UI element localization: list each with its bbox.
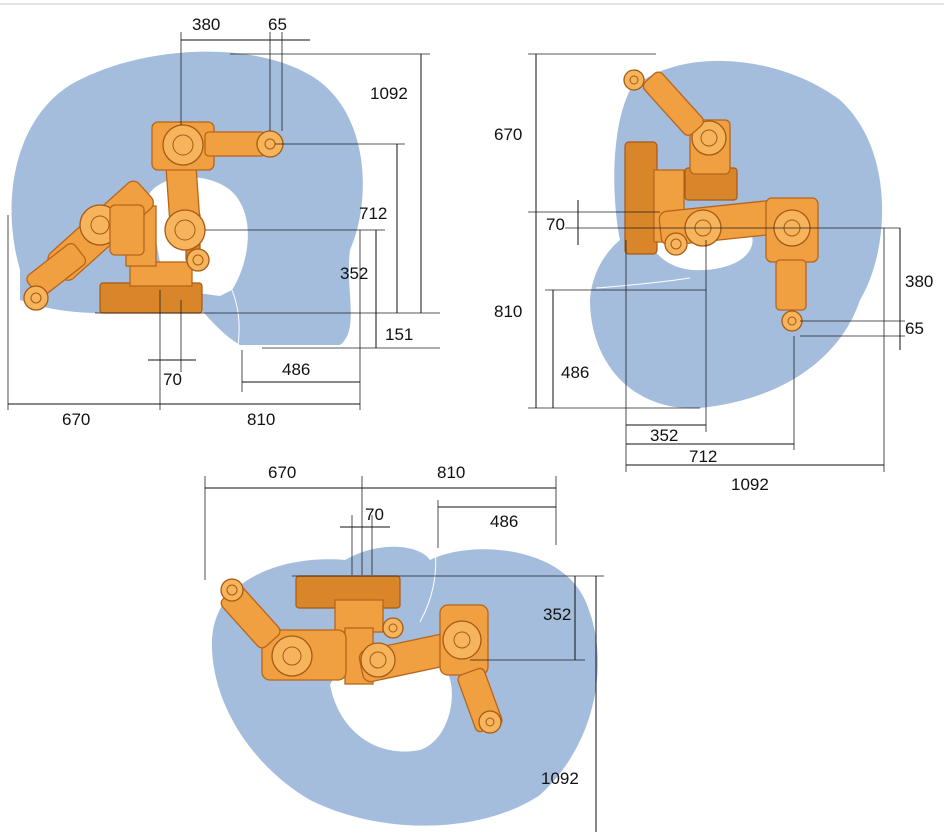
side-dim-810: 810 — [247, 410, 275, 429]
side-end-effector — [23, 285, 49, 311]
top-dim-486: 486 — [490, 512, 518, 531]
side-robot — [23, 121, 284, 314]
side-view: 380 65 1092 712 352 151 486 70 670 810 — [7, 15, 440, 429]
rear-robot-base — [624, 141, 658, 255]
rear-robot — [623, 69, 819, 332]
side-dim-1092: 1092 — [370, 84, 408, 103]
side-dim-670: 670 — [62, 410, 90, 429]
side-dim-352: 352 — [340, 264, 368, 283]
top-dim-70: 70 — [365, 505, 384, 524]
side-dim-712: 712 — [359, 204, 387, 223]
top-dim-352: 352 — [543, 605, 571, 624]
rear-dim-65: 65 — [905, 319, 924, 338]
rear-dim-1092: 1092 — [731, 475, 769, 494]
rear-view: 670 70 810 486 380 65 352 712 1092 — [494, 53, 933, 494]
top-joint-3 — [442, 620, 482, 660]
side-dim-380: 380 — [192, 15, 220, 34]
rear-dim-486: 486 — [561, 363, 589, 382]
top-dim-1092: 1092 — [541, 769, 579, 788]
top-tool-tip — [220, 578, 244, 602]
rear-dim-70: 70 — [546, 215, 565, 234]
side-envelope-arc — [231, 289, 240, 346]
top-dim-810: 810 — [437, 463, 465, 482]
side-joint-3 — [162, 124, 204, 166]
top-robot — [220, 575, 503, 734]
side-dim-65: 65 — [268, 15, 287, 34]
rear-wrist — [781, 310, 803, 332]
top-joint-2 — [360, 642, 396, 678]
rear-dim-352: 352 — [650, 426, 678, 445]
rear-dim-670: 670 — [494, 125, 522, 144]
side-joint-2 — [164, 209, 206, 251]
side-dim-70: 70 — [163, 370, 182, 389]
rear-tool-tip — [623, 69, 645, 91]
side-robot-base — [99, 282, 203, 314]
rear-dim-380: 380 — [905, 272, 933, 291]
side-dim-486: 486 — [282, 360, 310, 379]
rear-dim-810: 810 — [494, 302, 522, 321]
side-dim-151: 151 — [385, 325, 413, 344]
top-dim-670: 670 — [268, 463, 296, 482]
top-view: 670 810 70 486 352 1092 — [204, 463, 604, 832]
top-end-effector — [478, 710, 502, 734]
rear-dim-712: 712 — [689, 447, 717, 466]
